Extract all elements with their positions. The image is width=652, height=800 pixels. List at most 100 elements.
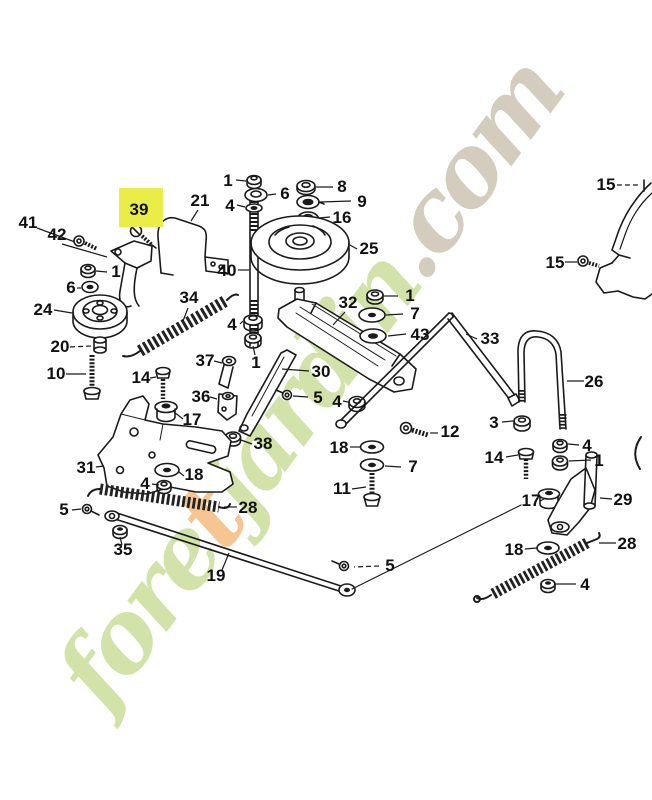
part-label-16: 16 bbox=[333, 208, 352, 227]
leader-line-4 bbox=[239, 320, 244, 325]
part-1-nut-top bbox=[246, 174, 262, 190]
part-37-link bbox=[218, 355, 237, 389]
part-label-18: 18 bbox=[185, 465, 204, 484]
part-label-14: 14 bbox=[485, 448, 504, 467]
part-3-nut bbox=[513, 415, 531, 432]
leader-line-33 bbox=[465, 333, 478, 340]
part-5-clip-bottom-left bbox=[81, 503, 100, 516]
part-label-7: 7 bbox=[410, 304, 419, 323]
leader-line-14 bbox=[149, 376, 157, 379]
leader-line-11 bbox=[351, 486, 367, 490]
part-label-9: 9 bbox=[357, 192, 366, 211]
part-label-4: 4 bbox=[140, 474, 150, 493]
part-label-21: 21 bbox=[191, 191, 210, 210]
leader-line-7 bbox=[385, 313, 404, 316]
leader-line-42 bbox=[61, 243, 108, 258]
part-41-bolt bbox=[73, 235, 98, 251]
part-6-bushing-top bbox=[244, 187, 268, 203]
leader-line-18 bbox=[524, 547, 538, 550]
part-label-20: 20 bbox=[51, 337, 70, 356]
part-26-ubolt bbox=[517, 330, 567, 430]
part-label-36: 36 bbox=[192, 387, 211, 406]
part-4-washer-top bbox=[245, 203, 263, 213]
part-label-42: 42 bbox=[48, 225, 67, 244]
leader-line-3 bbox=[501, 420, 514, 423]
leader-line-41 bbox=[36, 227, 76, 243]
part-label-4: 4 bbox=[332, 392, 342, 411]
svg-text:foretjardin.com: foretjardin.com bbox=[29, 38, 584, 732]
part-label-28: 28 bbox=[618, 534, 637, 553]
leader-17-long bbox=[351, 504, 522, 590]
part-14-bolt-right bbox=[517, 447, 535, 479]
part-12-bolt bbox=[399, 421, 429, 438]
leader-line-19 bbox=[221, 552, 230, 571]
part-label-34: 34 bbox=[180, 288, 199, 307]
part-label-43: 43 bbox=[411, 325, 430, 344]
part-label-24: 24 bbox=[34, 300, 53, 319]
leader-line-35 bbox=[119, 536, 123, 546]
leader-line-7 bbox=[384, 465, 402, 468]
part-label-14: 14 bbox=[132, 368, 151, 387]
part-17-bushing-right bbox=[537, 488, 561, 510]
part-label-6: 6 bbox=[280, 184, 289, 203]
part-label-5: 5 bbox=[313, 388, 322, 407]
part-label-29: 29 bbox=[614, 490, 633, 509]
part-24-pulley bbox=[72, 294, 128, 339]
leader-line-38 bbox=[240, 439, 253, 445]
part-label-4: 4 bbox=[580, 575, 590, 594]
part-label-39: 39 bbox=[130, 200, 149, 219]
part-label-17: 17 bbox=[522, 491, 541, 510]
highlight-box-part-39[interactable] bbox=[119, 188, 163, 227]
part-10-bolt bbox=[83, 355, 101, 400]
part-label-1: 1 bbox=[594, 451, 603, 470]
part-29-bracket bbox=[547, 451, 598, 536]
part-label-32: 32 bbox=[339, 293, 358, 312]
part-1-nut-bottom bbox=[244, 332, 262, 349]
watermark: foretjardin.com bbox=[29, 38, 584, 732]
part-34-spring bbox=[122, 293, 239, 358]
part-5-clip-mid bbox=[275, 389, 293, 401]
leader-line-17 bbox=[539, 497, 547, 502]
part-42-belt-guide bbox=[110, 240, 153, 308]
part-7-washer-right bbox=[358, 307, 386, 323]
part-18-washer-left bbox=[154, 462, 180, 478]
leader-line-43 bbox=[387, 333, 407, 337]
part-1-nut-right1 bbox=[366, 289, 384, 305]
leader-line-1 bbox=[568, 459, 592, 462]
leader-line-4 bbox=[567, 443, 580, 446]
leader-line-14 bbox=[505, 454, 519, 458]
leader-line-30 bbox=[281, 368, 310, 372]
part-14-bolt-left bbox=[155, 366, 171, 399]
part-17-bushing-left bbox=[154, 400, 178, 423]
leader-line-1 bbox=[95, 270, 108, 273]
line-art bbox=[72, 174, 652, 603]
part-label-1: 1 bbox=[251, 353, 260, 372]
leader-line-24 bbox=[53, 309, 73, 314]
part-28-spring-left bbox=[87, 483, 231, 513]
part-label-17: 17 bbox=[183, 410, 202, 429]
part-label-26: 26 bbox=[585, 372, 604, 391]
part-label-38: 38 bbox=[254, 434, 273, 453]
part-label-31: 31 bbox=[77, 458, 96, 477]
part-label-40: 40 bbox=[218, 261, 237, 280]
leader-line-1 bbox=[252, 345, 256, 356]
part-8-nut bbox=[296, 179, 316, 196]
edge-arc bbox=[634, 436, 642, 470]
part-4-nut-bottom-right bbox=[540, 578, 556, 594]
part-label-5: 5 bbox=[385, 556, 394, 575]
leader-line-29 bbox=[599, 497, 613, 500]
part-4-mount-bottom bbox=[243, 314, 263, 332]
leader-line-4 bbox=[342, 400, 349, 403]
part-label-18: 18 bbox=[505, 540, 524, 559]
part-label-18: 18 bbox=[330, 438, 349, 457]
part-label-28: 28 bbox=[239, 498, 258, 517]
leader-line-16 bbox=[318, 216, 331, 219]
leader-line-18 bbox=[178, 471, 185, 477]
part-label-15: 15 bbox=[546, 253, 565, 272]
part-25-pulley bbox=[250, 215, 350, 285]
leader-line-31 bbox=[95, 465, 105, 468]
part-1-nut-right2 bbox=[551, 455, 569, 471]
leader-line-37 bbox=[213, 360, 223, 364]
